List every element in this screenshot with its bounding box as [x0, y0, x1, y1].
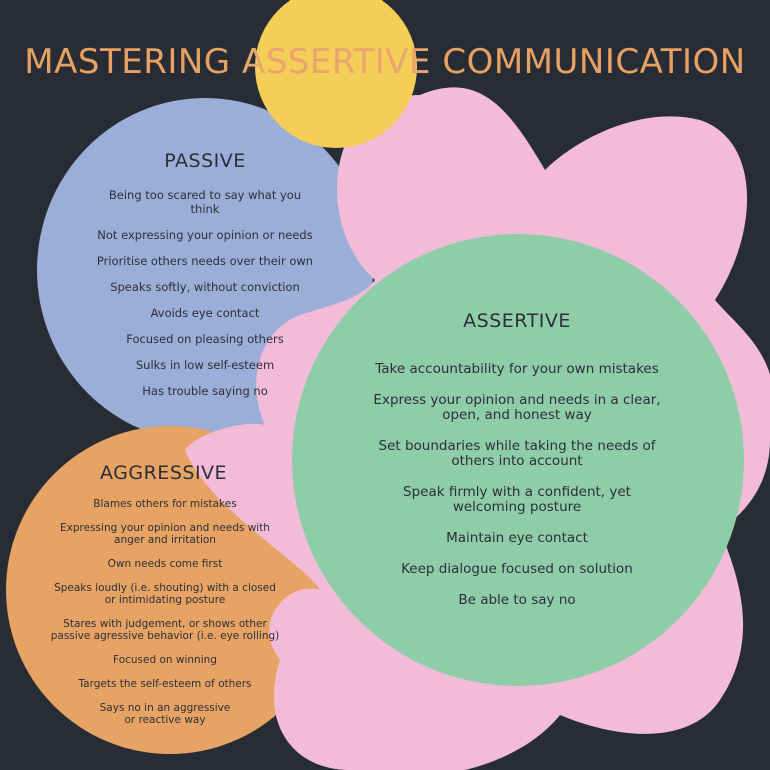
aggressive-item: Stares with judgement, or shows other pa…: [50, 618, 280, 642]
aggressive-item: Expressing your opinion and needs with a…: [60, 522, 270, 546]
assertive-item: Set boundaries while taking the needs of…: [378, 438, 656, 469]
aggressive-item: Targets the self-esteem of others: [78, 678, 252, 690]
assertive-item: Keep dialogue focused on solution: [401, 561, 633, 577]
aggressive-item: Focused on winning: [113, 654, 217, 666]
aggressive-item: Own needs come first: [107, 558, 223, 570]
assertive-item: Be able to say no: [458, 592, 576, 608]
passive-item: Sulks in low self-esteem: [135, 358, 275, 372]
assertive-heading: ASSERTIVE: [463, 310, 571, 332]
title-part-communication: COMMUNICATION: [431, 42, 746, 82]
assertive-item: Express your opinion and needs in a clea…: [373, 392, 661, 423]
sun-circle: [255, 0, 417, 148]
passive-list: Being too scared to say what you think N…: [95, 188, 315, 398]
passive-item: Speaks softly, without conviction: [110, 280, 300, 294]
passive-item: Not expressing your opinion or needs: [97, 228, 313, 242]
aggressive-item: Blames others for mistakes: [93, 498, 237, 510]
assertive-item: Take accountability for your own mistake…: [375, 361, 659, 377]
aggressive-section: AGGRESSIVE Blames others for mistakes Ex…: [50, 462, 280, 738]
aggressive-heading: AGGRESSIVE: [100, 462, 228, 484]
assertive-list: Take accountability for your own mistake…: [372, 362, 662, 608]
passive-item: Focused on pleasing others: [126, 332, 284, 346]
title-part-assertive: ASSERTIVE: [241, 42, 432, 82]
assertive-item: Speak firmly with a confident, yet welco…: [403, 484, 631, 515]
page-title: MASTERING ASSERTIVE COMMUNICATION: [0, 40, 770, 84]
assertive-section: ASSERTIVE Take accountability for your o…: [372, 310, 662, 624]
assertive-item: Maintain eye contact: [446, 530, 588, 546]
passive-item: Being too scared to say what you think: [108, 188, 302, 216]
passive-item: Avoids eye contact: [150, 306, 260, 320]
passive-item: Has trouble saying no: [142, 384, 268, 398]
passive-heading: PASSIVE: [164, 150, 246, 172]
title-part-mastering: MASTERING: [24, 42, 242, 82]
aggressive-item: Speaks loudly (i.e. shouting) with a clo…: [54, 582, 276, 606]
passive-item: Prioritise others needs over their own: [96, 254, 314, 268]
aggressive-list: Blames others for mistakes Expressing yo…: [50, 498, 280, 726]
aggressive-item: Says no in an aggressive or reactive way: [99, 702, 231, 726]
passive-section: PASSIVE Being too scared to say what you…: [95, 150, 315, 410]
assertive-circle: [292, 234, 744, 686]
